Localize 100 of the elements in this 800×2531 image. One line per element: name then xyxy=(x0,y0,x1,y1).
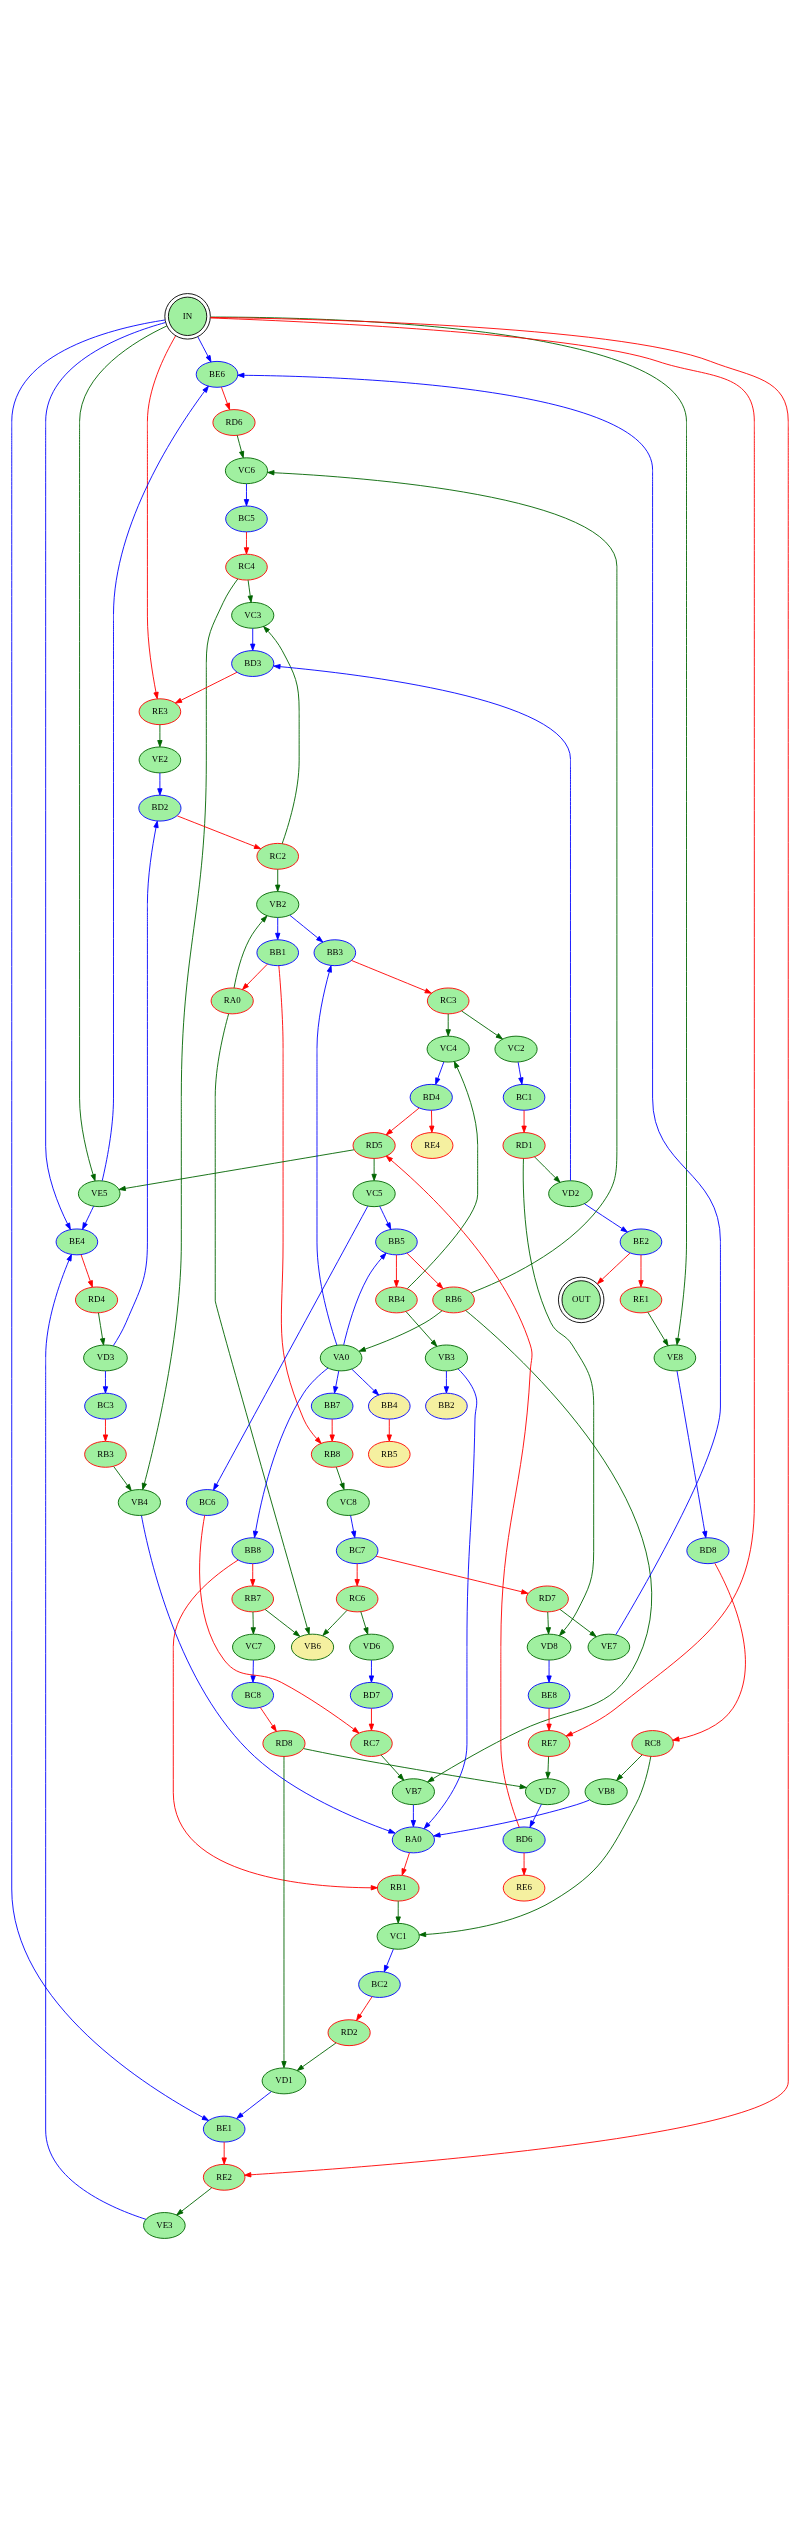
arrow xyxy=(545,1755,551,1779)
arrow xyxy=(281,1755,287,2068)
node-ellipse: VD7 xyxy=(524,1777,570,1805)
arrow xyxy=(545,1611,551,1634)
node-ellipse: VD3 xyxy=(83,1344,128,1371)
arrow xyxy=(197,335,212,362)
arrow xyxy=(176,814,262,849)
node-ellipse: BB1 xyxy=(256,938,299,966)
node-ellipse: RD2 xyxy=(327,2018,371,2046)
arrow xyxy=(354,1562,360,1586)
arrow xyxy=(521,1109,527,1133)
arrow xyxy=(406,1252,444,1289)
arrow xyxy=(368,1707,375,1731)
node-ellipse: RD8 xyxy=(262,1729,306,1757)
node-ellipse: VE8 xyxy=(653,1344,697,1371)
arrow xyxy=(350,1514,357,1538)
arrow xyxy=(534,1156,561,1183)
arrow xyxy=(273,663,571,1181)
arrow xyxy=(443,1370,450,1393)
arrow xyxy=(243,531,250,554)
arrow xyxy=(233,915,268,988)
node-ellipse: RE4 xyxy=(410,1131,454,1159)
arrow xyxy=(559,1608,597,1637)
arrow xyxy=(546,1707,552,1731)
arrow xyxy=(102,1370,109,1393)
arrow xyxy=(213,1205,369,1490)
arrow xyxy=(243,482,250,506)
arrow xyxy=(250,1611,256,1634)
arrow xyxy=(236,2090,272,2119)
arrow xyxy=(259,1706,277,1732)
arrow xyxy=(423,1368,478,1829)
arrow xyxy=(371,1157,377,1181)
node-ellipse: RB7 xyxy=(231,1585,274,1612)
arrow xyxy=(278,964,322,1444)
node-ellipse: BE8 xyxy=(527,1681,571,1709)
node-ellipse: VE2 xyxy=(138,746,182,773)
arrow xyxy=(433,1799,590,1838)
node-ellipse: VB6 xyxy=(290,1633,335,1660)
node-ellipse: RE7 xyxy=(527,1729,571,1757)
node-ellipse: RC8 xyxy=(631,1729,674,1757)
arrow xyxy=(247,579,253,603)
node-ellipse: BB2 xyxy=(425,1392,468,1419)
node-ellipse: BB3 xyxy=(313,938,357,966)
arrow xyxy=(358,1309,443,1352)
node-ellipse: RE6 xyxy=(502,1874,546,1901)
arrow xyxy=(102,1418,109,1442)
node-ellipse: RC2 xyxy=(256,842,299,870)
arrow xyxy=(343,1252,387,1345)
arrow xyxy=(289,914,324,942)
node-ellipse: BD4 xyxy=(409,1083,453,1111)
node-ellipse: VD2 xyxy=(548,1179,593,1207)
node-ellipse: BE2 xyxy=(619,1228,663,1255)
node-ellipse: RD6 xyxy=(212,408,256,436)
arrow xyxy=(429,1109,435,1133)
node-ellipse: VE5 xyxy=(77,1179,121,1207)
arrow xyxy=(113,1465,132,1491)
node-ellipse: RE2 xyxy=(202,2163,246,2191)
arrow xyxy=(368,1659,375,1683)
arrow xyxy=(676,1370,708,1538)
arrow xyxy=(252,1367,329,1538)
arrow xyxy=(419,1755,652,1937)
node-ellipse: VC2 xyxy=(494,1035,538,1062)
arrow xyxy=(236,434,245,458)
arrow xyxy=(250,627,256,651)
node-ellipse: VC7 xyxy=(232,1633,276,1660)
arrow xyxy=(101,385,209,1181)
arrow xyxy=(405,1310,438,1347)
node-ellipse: RB6 xyxy=(432,1286,475,1313)
node-ellipse: BB7 xyxy=(310,1392,354,1419)
node-ellipse: RB3 xyxy=(84,1440,127,1468)
node-ellipse: VC8 xyxy=(326,1488,370,1516)
arrow xyxy=(672,1562,746,1742)
node-ellipse: RB8 xyxy=(310,1440,354,1468)
arrow xyxy=(214,1013,310,1635)
arrow xyxy=(322,1609,348,1636)
arrow xyxy=(172,1559,378,1890)
arrow xyxy=(401,1851,410,1876)
arrow xyxy=(45,321,166,1230)
arrow xyxy=(406,1060,479,1289)
arrow xyxy=(264,1608,301,1637)
node-ellipse: RD5 xyxy=(352,1131,396,1159)
arrow xyxy=(174,671,238,704)
arrow xyxy=(275,916,281,940)
arrow xyxy=(275,868,281,892)
arrow xyxy=(546,1659,552,1683)
node-ellipse: VD1 xyxy=(261,2067,307,2094)
arrow xyxy=(395,1900,401,1924)
node-ellipse: BD6 xyxy=(502,1826,546,1853)
node-ellipse: RB5 xyxy=(368,1440,411,1468)
arrow xyxy=(385,1107,420,1135)
node-ellipse: BC3 xyxy=(84,1392,127,1419)
node-ellipse: VB2 xyxy=(256,890,300,918)
arrow xyxy=(210,316,789,2177)
arrow xyxy=(356,1995,373,2021)
arrow xyxy=(296,2042,337,2071)
arrow xyxy=(250,1659,256,1683)
node-ellipse: VD6 xyxy=(349,1633,394,1660)
arrow xyxy=(375,1555,529,1594)
arrow xyxy=(80,1253,93,1288)
node-ellipse: VB8 xyxy=(584,1777,628,1805)
